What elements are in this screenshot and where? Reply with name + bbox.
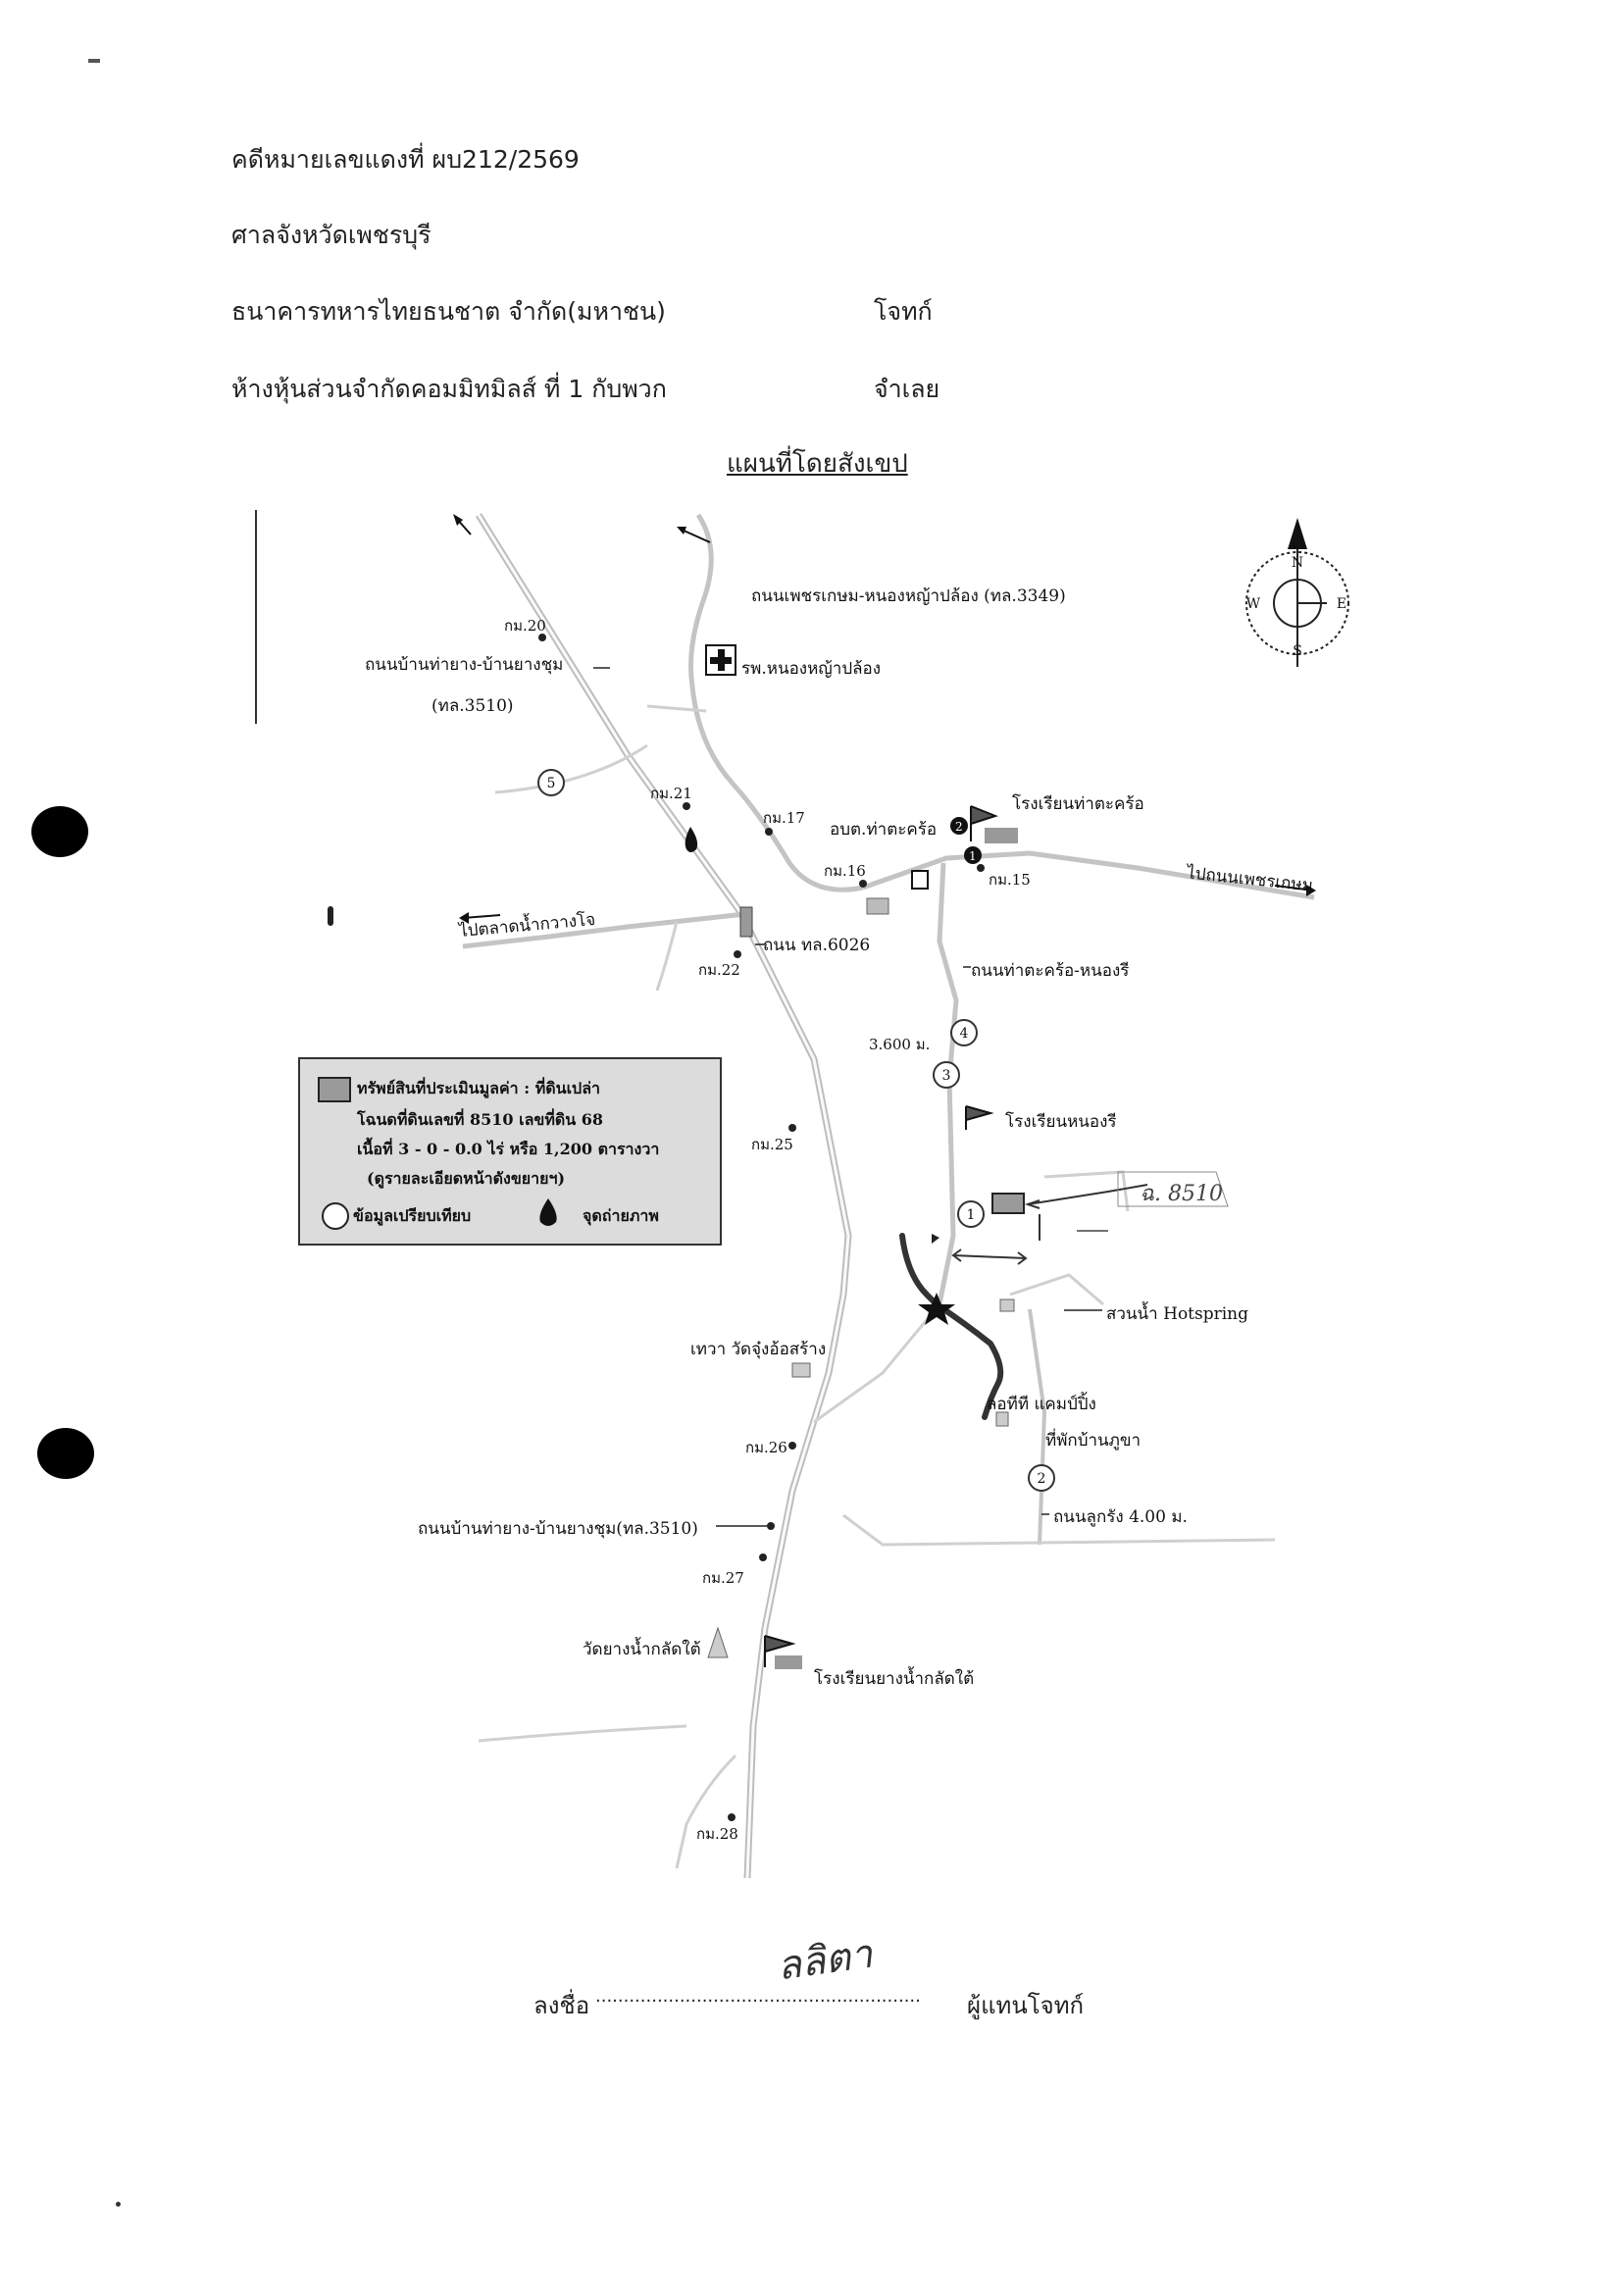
label-road-left-1-code: (ทล.3510) (431, 696, 514, 716)
road-6026 (462, 911, 746, 949)
road-3349 (688, 513, 864, 892)
km-label-16: กม.16 (824, 862, 866, 880)
label-rest-house: ที่พักบ้านภูขา (1045, 1431, 1142, 1451)
signal-icon (739, 906, 753, 938)
compass-n: N (1292, 555, 1303, 571)
marker-2 (950, 817, 968, 835)
building-icon (866, 897, 889, 915)
km-label-17: กม.17 (763, 809, 805, 827)
legend-line-2: โฉนดที่ดินเลขที่ 8510 เลขที่ดิน 68 (357, 1110, 604, 1129)
label-camping: ลอทีที แคมป์ปิ้ง (987, 1395, 1096, 1414)
hand-drawn-route (899, 1233, 1004, 1420)
legend-parcel-swatch (318, 1077, 351, 1102)
hotspring-icon (999, 1298, 1015, 1312)
tambon-office-icon (911, 870, 929, 890)
marker-1 (964, 846, 982, 864)
label-temple-2: วัดยางน้ำกลัดใต้ (583, 1640, 701, 1659)
label-road-left-2: ถนนบ้านท่ายาง-บ้านยางชุม(ทล.3510) (418, 1519, 698, 1539)
camping-icon (995, 1411, 1009, 1427)
plaintiff-role: โจทก์ (874, 297, 933, 326)
court-name: ศาลจังหวัดเพชรบุรี (231, 221, 431, 249)
circle-number-5: 5 (547, 776, 556, 791)
subject-land-parcel (991, 1193, 1025, 1214)
km-label-20: กม.20 (504, 617, 546, 635)
legend-photo-icon (539, 1198, 557, 1226)
photo-point-marker (685, 827, 698, 852)
handwritten-deed: ฉ. 8510 (1140, 1182, 1223, 1206)
temple-icon-1 (791, 1362, 811, 1378)
punch-hole-bottom (37, 1428, 94, 1479)
label-road-3349: ถนนเพชรเกษม-หนองหญ้าปล้อง (ทล.3349) (751, 586, 1066, 606)
circle-number-3: 3 (942, 1068, 951, 1084)
label-temple-1: เทวา วัดจุ๋งอ้อสร้าง (690, 1340, 827, 1359)
km-label-27: กม.27 (702, 1569, 744, 1587)
arrow-west (462, 914, 501, 919)
hospital-icon (705, 644, 736, 676)
legend-photo-point: จุดถ่ายภาพ (583, 1206, 659, 1225)
defendant-role: จำเลย (874, 375, 940, 403)
legend-comparable-icon (322, 1202, 349, 1230)
defendant-name: ห้างหุ้นส่วนจำกัดคอมมิทมิลส์ ที่ 1 กับพว… (231, 375, 667, 403)
km-label-25: กม.25 (751, 1136, 793, 1153)
legend-line-3: เนื้อที่ 3 - 0 - 0.0 ไร่ หรือ 1,200 ตารา… (357, 1140, 660, 1158)
school-flag-icons (764, 805, 1018, 1669)
km-dots (538, 634, 985, 1821)
signature-prefix: ลงชื่อ (533, 1992, 590, 2019)
label-width-3600: 3.600 ม. (869, 1036, 931, 1053)
handwritten-signature: ลลิตา (774, 1931, 876, 1990)
temple-icon-2 (707, 1626, 729, 1658)
label-road-left-1: ถนนบ้านท่ายาง-บ้านยางชุม (365, 655, 564, 675)
punch-hole-top (31, 806, 88, 857)
label-road-gravel: ถนนลูกรัง 4.00 ม. (1053, 1507, 1188, 1527)
map-title: แผนที่โดยสังเขป (727, 449, 908, 479)
km-label-28: กม.28 (696, 1825, 738, 1843)
photo-star (918, 1293, 955, 1325)
handwritten-arrow (1027, 1184, 1148, 1205)
scan-mark-2 (116, 2202, 121, 2207)
compass-rose (1245, 549, 1349, 667)
plaintiff-name: ธนาคารทหารไทยธนชาต จำกัด(มหาชน) (231, 297, 666, 326)
label-road-6026: ถนน ทล.6026 (763, 936, 871, 955)
signature-dots: ........................................… (595, 1986, 921, 2007)
km-label-22: กม.22 (698, 961, 740, 979)
label-school-bottom: โรงเรียนยางน้ำกลัดใต้ (814, 1669, 975, 1689)
compass-w: W (1246, 596, 1261, 612)
km-label-26: กม.26 (745, 1439, 787, 1456)
svg-text:2: 2 (955, 820, 963, 834)
km-label-15: กม.15 (989, 871, 1031, 889)
ink-speck (328, 906, 333, 926)
km-label-21: กม.21 (650, 785, 692, 802)
compass-s: S (1293, 643, 1302, 659)
circle-number-2: 2 (1038, 1471, 1046, 1487)
legend-box: ทรัพย์สินที่ประเมินมูลค่า : ที่ดินเปล่า … (298, 1057, 722, 1246)
compass-e: E (1337, 596, 1346, 612)
comparable-markers (537, 769, 1055, 1492)
legend-line-1: ทรัพย์สินที่ประเมินมูลค่า : ที่ดินเปล่า (357, 1079, 600, 1097)
road-east (862, 850, 1315, 900)
label-hospital: รพ.หนองหญ้าปล้อง (741, 659, 882, 679)
circle-number-4: 4 (960, 1026, 969, 1042)
arrow-northwest-2 (681, 529, 711, 543)
label-tambon-office: อบต.ท่าตะคร้อ (830, 820, 938, 840)
svg-text:1: 1 (969, 849, 977, 863)
label-hotspring: สวนน้ำ Hotspring (1106, 1304, 1249, 1324)
label-road-thatakhro: ถนนท่าตะคร้อ-หนองรี (971, 961, 1130, 981)
label-school-nongree: โรงเรียนหนองรี (1005, 1112, 1117, 1132)
north-arrow (1288, 518, 1307, 549)
scan-mark-1 (88, 59, 100, 63)
legend-line-4: (ดูรายละเอียดหน้าดังขยายฯ) (367, 1169, 566, 1188)
label-school-top: โรงเรียนท่าตะคร้อ (1012, 794, 1144, 814)
signature-suffix: ผู้แทนโจทก์ (967, 1992, 1085, 2019)
circle-number-1: 1 (967, 1207, 976, 1223)
case-number: คดีหมายเลขแดงที่ ผบ212/2569 (231, 145, 580, 174)
legend-comparable: ข้อมูลเปรียบเทียบ (353, 1206, 472, 1225)
